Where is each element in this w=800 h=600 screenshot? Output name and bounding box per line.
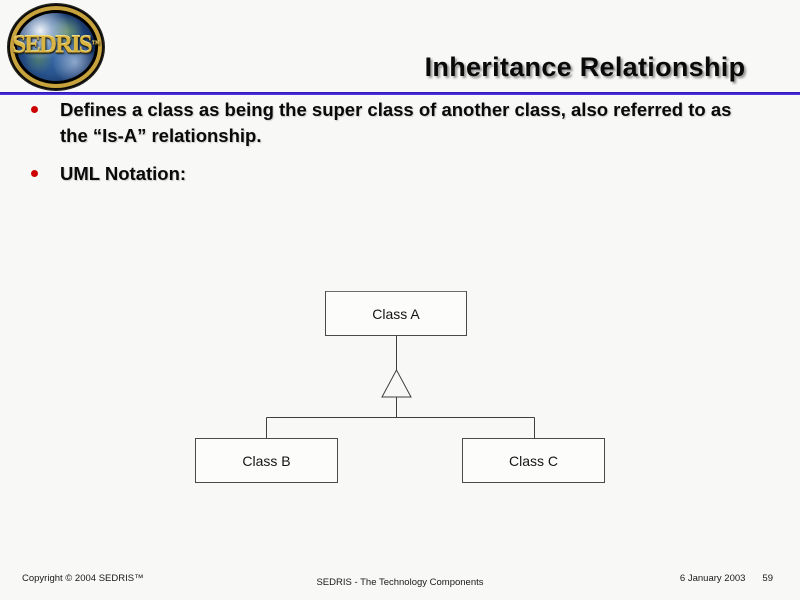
bullet-item-definition: Defines a class as being the super class… xyxy=(22,97,762,149)
footer-date: 6 January 2003 xyxy=(679,573,746,584)
earth-globe-icon xyxy=(17,13,95,81)
class-b-box: Class B xyxy=(195,438,338,483)
generalization-triangle-icon xyxy=(381,368,412,398)
logo-wordmark-text: SEDRIS xyxy=(12,31,92,59)
bullet-icon xyxy=(31,106,38,113)
footer-right: 6 January 2003 59 xyxy=(680,573,773,584)
bullet-item-uml-notation: UML Notation: xyxy=(22,161,762,187)
class-a-label: Class A xyxy=(372,305,420,322)
class-c-box: Class C xyxy=(462,438,605,483)
sedris-logo: SEDRIS™ xyxy=(8,4,104,90)
footer-page-number: 59 xyxy=(762,573,773,584)
footer-copyright: Copyright © 2004 SEDRIS™ xyxy=(22,573,144,584)
connector-lines xyxy=(266,336,535,438)
bullet-text: UML Notation: xyxy=(60,163,187,184)
trademark-symbol: ™ xyxy=(91,39,100,49)
header-divider xyxy=(0,92,800,95)
class-c-label: Class C xyxy=(508,452,558,469)
slide-title: Inheritance Relationship xyxy=(424,52,746,82)
bullet-text: Defines a class as being the super class… xyxy=(60,99,732,146)
bullet-list: Defines a class as being the super class… xyxy=(22,97,762,187)
class-a-box: Class A xyxy=(325,291,467,336)
uml-inheritance-diagram: Class A Class B Class C xyxy=(195,291,607,485)
bullet-icon xyxy=(31,170,38,177)
footer-deck-title: SEDRIS - The Technology Components xyxy=(316,577,484,588)
class-b-label: Class B xyxy=(242,452,291,469)
logo-wordmark: SEDRIS™ xyxy=(8,32,104,60)
